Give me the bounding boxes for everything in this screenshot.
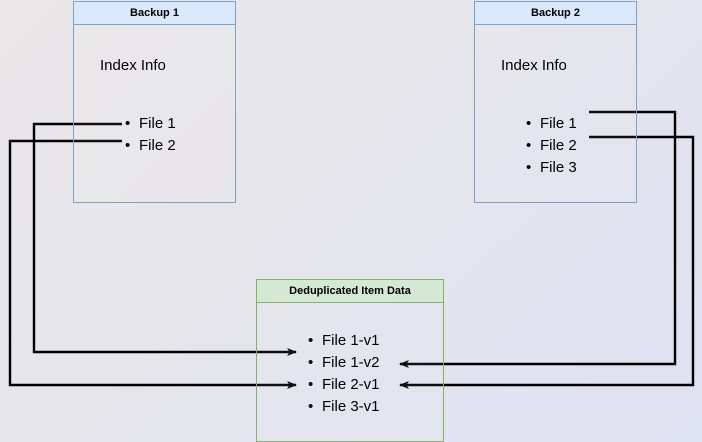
list-item[interactable]: File 3-v1: [308, 396, 380, 418]
backup-1-file-list: File 1 File 2: [125, 113, 176, 157]
list-item[interactable]: File 2-v1: [308, 374, 380, 396]
list-item[interactable]: File 1-v1: [308, 330, 380, 352]
backup-2-file-list: File 1 File 2 File 3: [526, 113, 577, 179]
backup-2-index-info-label: Index Info: [501, 57, 567, 74]
node-dedup-title: Deduplicated Item Data: [256, 279, 444, 303]
node-backup-2[interactable]: Backup 2 Index Info File 1 File 2 File 3: [474, 1, 637, 203]
node-backup-1[interactable]: Backup 1 Index Info File 1 File 2: [73, 1, 236, 203]
node-deduplicated-item-data[interactable]: Deduplicated Item Data File 1-v1 File 1-…: [256, 279, 444, 442]
backup-1-index-info-label: Index Info: [100, 57, 166, 74]
node-backup-2-body: Index Info File 1 File 2 File 3: [474, 25, 637, 203]
node-backup-2-title: Backup 2: [474, 1, 637, 25]
dedup-item-list: File 1-v1 File 1-v2 File 2-v1 File 3-v1: [308, 330, 380, 418]
list-item[interactable]: File 1-v2: [308, 352, 380, 374]
node-backup-1-body: Index Info File 1 File 2: [73, 25, 236, 203]
node-dedup-body: File 1-v1 File 1-v2 File 2-v1 File 3-v1: [256, 303, 444, 442]
node-backup-1-title: Backup 1: [73, 1, 236, 25]
list-item[interactable]: File 2: [125, 135, 176, 157]
list-item[interactable]: File 3: [526, 157, 577, 179]
list-item[interactable]: File 1: [125, 113, 176, 135]
list-item[interactable]: File 2: [526, 135, 577, 157]
list-item[interactable]: File 1: [526, 113, 577, 135]
